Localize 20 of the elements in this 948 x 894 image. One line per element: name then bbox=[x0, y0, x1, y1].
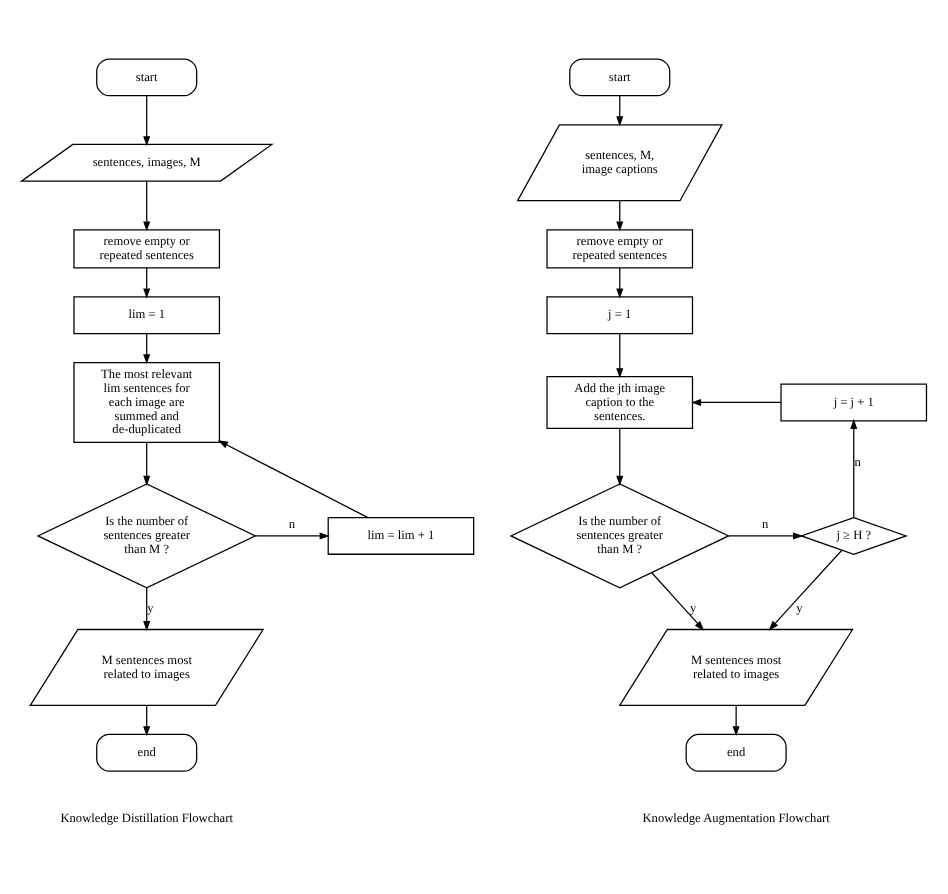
arrow bbox=[768, 548, 843, 630]
arrow bbox=[616, 266, 624, 298]
arrow bbox=[143, 586, 151, 631]
arrow bbox=[732, 704, 740, 736]
arrow bbox=[255, 531, 330, 539]
arrow bbox=[616, 332, 624, 378]
arrow bbox=[727, 531, 804, 539]
arrow bbox=[616, 199, 624, 231]
arrow bbox=[143, 266, 151, 298]
arrow bbox=[143, 332, 151, 364]
arrow bbox=[143, 94, 151, 146]
arrow bbox=[651, 571, 705, 630]
arrow bbox=[616, 427, 624, 485]
arrow bbox=[850, 417, 858, 518]
arrow bbox=[217, 439, 369, 518]
arrow bbox=[616, 94, 624, 126]
arrow bbox=[143, 704, 151, 736]
arrow bbox=[143, 179, 151, 231]
arrow bbox=[143, 441, 151, 485]
arrow bbox=[690, 397, 782, 405]
